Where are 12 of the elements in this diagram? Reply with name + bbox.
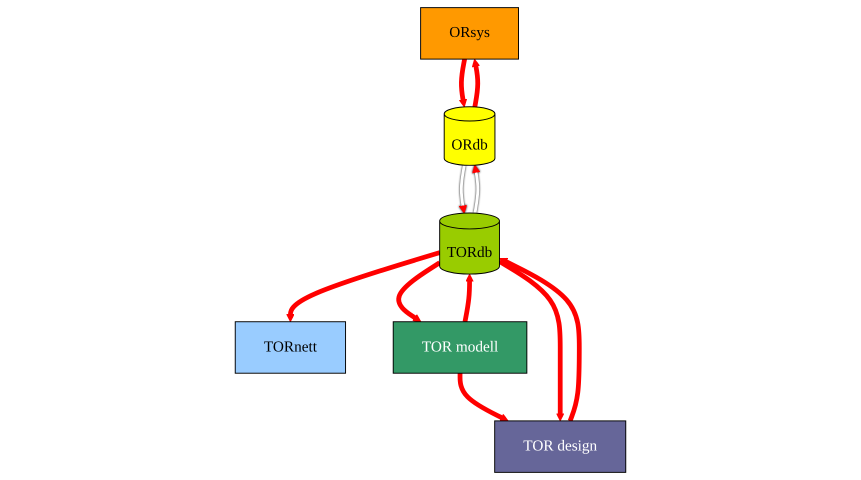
arrow [286,250,440,322]
arrow [472,58,480,108]
arrow [458,58,468,108]
node-box: TOR design [494,420,626,473]
node-box: ORsys [420,7,519,60]
node-box: TOR modell [392,321,528,374]
arrow [458,373,509,422]
arrow [499,258,582,422]
arrow [462,274,474,322]
node-box: TORnett [234,321,346,374]
arrow [396,260,441,322]
arrow [498,259,564,422]
